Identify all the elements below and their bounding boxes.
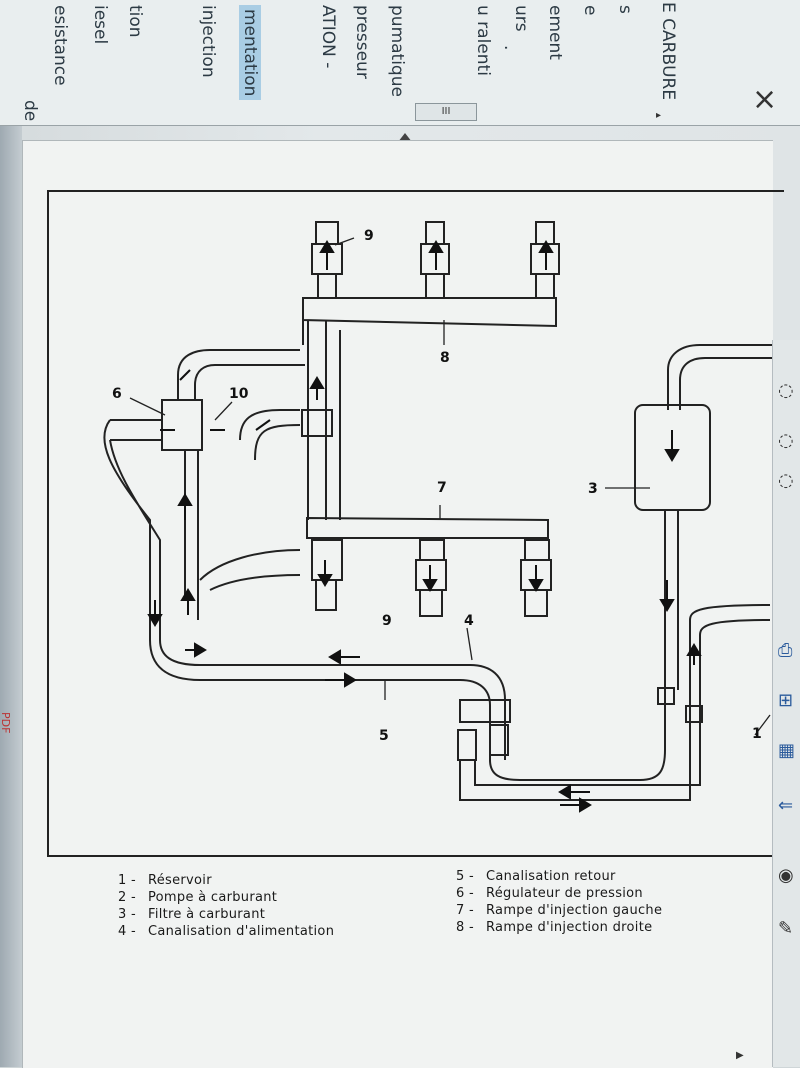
legend-num: 3 -	[118, 907, 136, 922]
legend-text: Pompe à carburant	[148, 890, 278, 905]
left-injection-rail	[306, 516, 549, 539]
callout-9-bottom: 9	[382, 613, 392, 629]
legend-text: Canalisation d'alimentation	[148, 924, 335, 939]
edit-pen-icon[interactable]: ✎	[778, 918, 794, 939]
legend-num: 6 -	[456, 886, 474, 901]
share-icon[interactable]: ◌	[778, 470, 794, 491]
callout-4: 4	[464, 613, 474, 629]
expand-arrow-icon[interactable]: ▸	[656, 110, 662, 121]
pressure-regulator	[161, 399, 203, 451]
diagram-frame	[47, 190, 784, 857]
fuel-filter	[634, 404, 711, 511]
legend-text: Rampe d'injection gauche	[486, 903, 663, 918]
callout-1: 1	[752, 726, 762, 742]
legend-num: 7 -	[456, 903, 474, 918]
callout-9-top: 9	[364, 228, 374, 244]
callout-8: 8	[440, 350, 450, 366]
callout-10: 10	[229, 386, 249, 402]
pdf-badge: PDF	[0, 712, 12, 734]
callout-6: 6	[112, 386, 122, 402]
scroll-down-arrow-icon[interactable]: ▶	[736, 1050, 744, 1061]
organize-pages-icon[interactable]: ▦	[778, 740, 796, 761]
legend-row: 7 - Rampe d'injection gauche	[456, 902, 662, 919]
legend-row: 5 - Canalisation retour	[456, 868, 662, 885]
legend-row: 6 - Régulateur de pression	[456, 885, 662, 902]
legend-num: 2 -	[118, 890, 136, 905]
search-icon[interactable]: ◌	[778, 430, 794, 451]
combine-files-icon[interactable]: ⊞	[778, 690, 794, 711]
legend-text: Régulateur de pression	[486, 886, 643, 901]
horizontal-scrollbar-grip[interactable]: III	[415, 103, 477, 121]
close-icon[interactable]: ×	[752, 82, 778, 117]
document-page	[22, 140, 773, 1068]
legend-num: 5 -	[456, 869, 474, 884]
legend-num: 8 -	[456, 920, 474, 935]
export-pdf-icon[interactable]: ⎙	[778, 640, 793, 661]
callout-7: 7	[437, 480, 447, 496]
legend-num: 1 -	[118, 873, 136, 888]
legend-text: Rampe d'injection droite	[486, 920, 653, 935]
callout-5: 5	[379, 728, 389, 744]
legend-left: 1 - Réservoir 2 - Pompe à carburant 3 - Fil…	[118, 872, 334, 940]
legend-row: 3 - Filtre à carburant	[118, 906, 334, 923]
left-window-edge	[0, 0, 22, 1067]
comment-icon[interactable]: ◌	[778, 380, 794, 401]
legend-text: Canalisation retour	[486, 869, 616, 884]
right-injection-rail	[302, 297, 557, 328]
right-tools-pane	[772, 340, 800, 1067]
callout-3: 3	[588, 481, 598, 497]
export-icon[interactable]: ⇐	[778, 795, 794, 816]
legend-text: Filtre à carburant	[148, 907, 266, 922]
fuel-connector	[459, 699, 511, 723]
legend-row: 1 - Réservoir	[118, 872, 334, 889]
legend-row: 4 - Canalisation d'alimentation	[118, 923, 334, 940]
scroll-up-arrow-icon[interactable]	[398, 133, 412, 142]
redact-icon[interactable]: ◉	[778, 865, 794, 886]
legend-row: 2 - Pompe à carburant	[118, 889, 334, 906]
bookmark-panel: esistance iesel tion injection mentation…	[0, 0, 800, 126]
legend-text: Réservoir	[148, 873, 212, 888]
legend-num: 4 -	[118, 924, 136, 939]
legend-right: 5 - Canalisation retour 6 - Régulateur de …	[456, 868, 662, 936]
legend-row: 8 - Rampe d'injection droite	[456, 919, 662, 936]
